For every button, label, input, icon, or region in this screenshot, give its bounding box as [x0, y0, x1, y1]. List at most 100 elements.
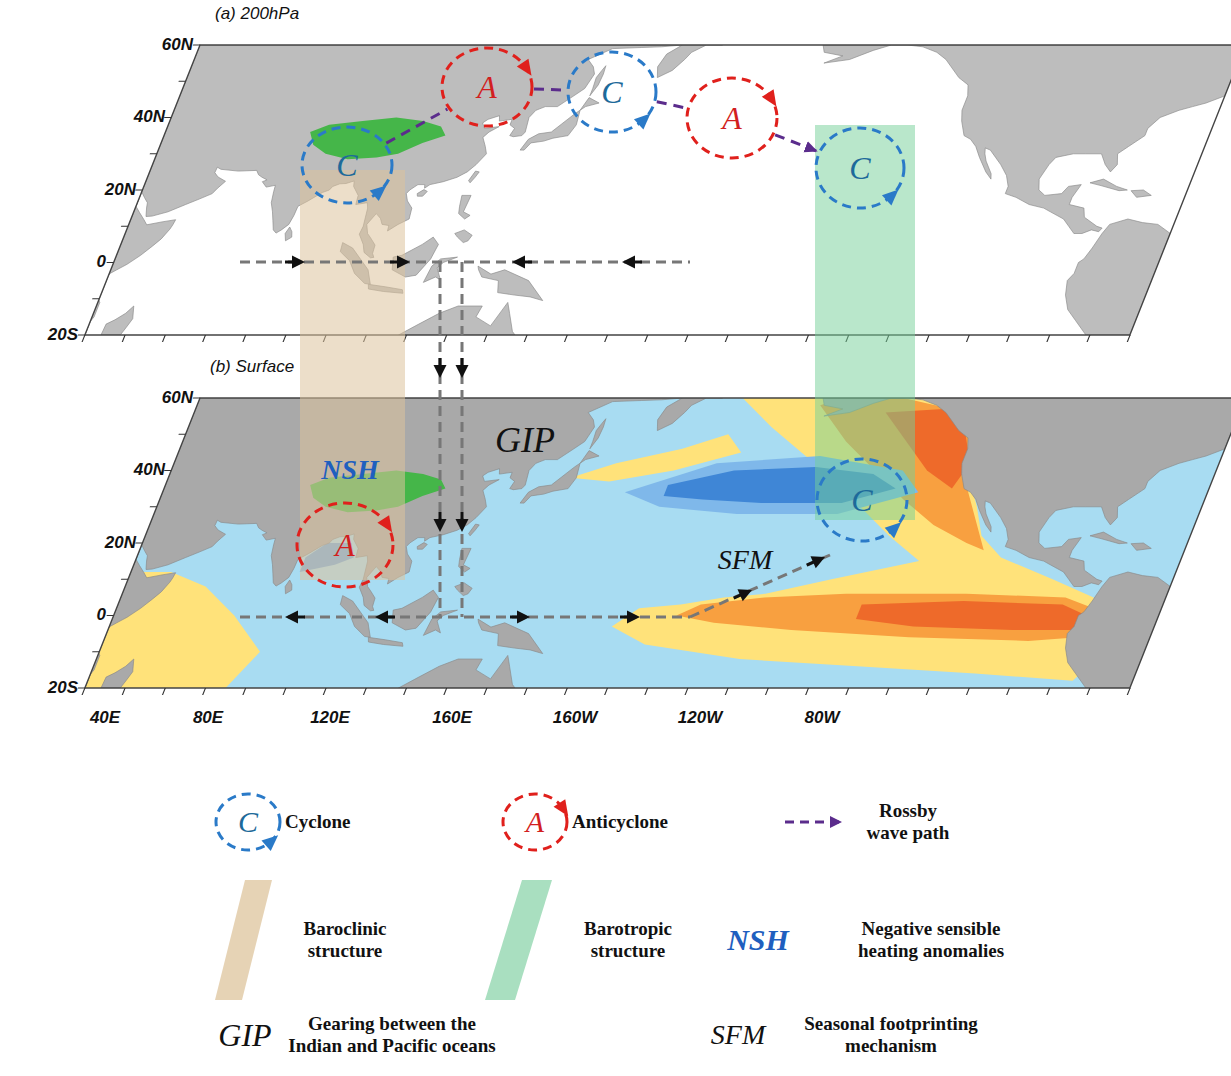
tick — [179, 434, 186, 435]
legend-text: Negative sensible heating anomalies — [842, 918, 1020, 962]
map-label: 40N — [134, 460, 165, 480]
map-label: NSH — [321, 454, 379, 486]
tick — [203, 335, 206, 342]
flow-arrowhead — [512, 256, 525, 269]
anticyclone-outline — [442, 48, 532, 126]
map-label: 40E — [90, 708, 120, 728]
legend-swatch — [485, 880, 552, 1000]
anticyclone-outline — [297, 503, 393, 587]
circulation-letter: A — [335, 529, 355, 561]
cyclone-outline — [302, 127, 392, 203]
land — [1128, 543, 1153, 550]
map-label: SFM — [718, 544, 772, 576]
flow-arrowhead — [737, 589, 752, 601]
tick — [121, 579, 128, 580]
land — [464, 266, 556, 301]
legend-text: Seasonal footprinting mechanism — [792, 1013, 990, 1057]
circulation-letter: C — [336, 149, 357, 181]
map-label: GIP — [495, 419, 555, 461]
cyclone-node: C — [300, 125, 394, 205]
tick — [645, 335, 648, 342]
rossby-legend-line — [785, 821, 842, 824]
circulation-lines — [240, 262, 830, 617]
map-label: 80W — [805, 708, 840, 728]
sst-anomaly — [85, 572, 292, 688]
tick — [162, 335, 165, 342]
flow-arrowhead — [622, 256, 635, 269]
legend-text: Barotropic structure — [572, 918, 684, 962]
legend-swatch — [215, 880, 272, 1000]
map-label: NSH — [727, 923, 789, 957]
tick — [122, 335, 125, 342]
tick — [685, 335, 688, 342]
land — [101, 306, 138, 335]
legend-text: Cyclone — [285, 811, 350, 833]
lower-panel — [75, 398, 1231, 695]
flow-arrowhead — [285, 611, 298, 624]
rotation-arrowhead — [517, 59, 532, 76]
rossby-wave-path — [775, 135, 818, 152]
tick — [122, 688, 125, 695]
rotation-arrowhead — [762, 89, 777, 106]
tick — [78, 334, 85, 335]
tick — [243, 335, 246, 342]
land — [453, 195, 478, 219]
baroclinic-column — [300, 170, 405, 580]
circulation-letter: A — [477, 71, 497, 103]
tick — [1007, 335, 1010, 342]
land — [589, 419, 607, 449]
rotation-arrowhead — [554, 799, 569, 816]
circulation-letter: C — [849, 152, 870, 184]
tick — [107, 615, 114, 616]
tick — [765, 688, 768, 695]
tick — [685, 688, 688, 695]
land — [1087, 179, 1132, 191]
map-label: 20S — [48, 325, 78, 345]
tick — [806, 688, 809, 695]
map-label: SFM — [711, 1019, 765, 1051]
tick — [243, 688, 246, 695]
legend-text: Rossby wave path — [858, 800, 958, 844]
tick — [444, 335, 447, 342]
land — [451, 230, 474, 243]
cyclone-outline — [568, 52, 656, 132]
tick — [1047, 688, 1050, 695]
flow-arrowhead — [517, 611, 530, 624]
tick — [605, 335, 608, 342]
anticyclone-node: A — [295, 501, 395, 589]
map-label: 80E — [193, 708, 223, 728]
rossby-wave-path — [534, 89, 566, 90]
land — [1046, 219, 1176, 335]
flow-arrowhead — [627, 611, 640, 624]
tick — [150, 153, 157, 154]
map-label: 40N — [134, 107, 165, 127]
tick — [564, 688, 567, 695]
map-label: 120E — [310, 708, 350, 728]
tick — [1087, 688, 1090, 695]
cyclone-outline — [817, 459, 907, 541]
descent-line — [461, 262, 464, 617]
tick — [363, 688, 366, 695]
cyclone-outline — [816, 128, 904, 208]
flow-arrowhead — [397, 256, 410, 269]
tick — [164, 470, 171, 471]
tick — [82, 335, 85, 342]
map-label: 0 — [97, 605, 106, 625]
walker-lower — [240, 616, 690, 619]
map-label: 60N — [162, 35, 193, 55]
rotation-arrowhead — [634, 114, 651, 130]
map-label: 120W — [678, 708, 722, 728]
land — [468, 171, 480, 183]
tick — [886, 688, 889, 695]
tick — [846, 688, 849, 695]
tick — [323, 688, 326, 695]
flow-arrowhead — [434, 519, 447, 532]
land — [282, 227, 295, 241]
tick — [78, 687, 85, 688]
tick — [283, 335, 286, 342]
rotation-arrowhead — [882, 190, 899, 206]
flow-arrowhead — [456, 365, 469, 378]
flow-arrowhead — [810, 556, 825, 568]
map-label: C — [238, 805, 258, 839]
